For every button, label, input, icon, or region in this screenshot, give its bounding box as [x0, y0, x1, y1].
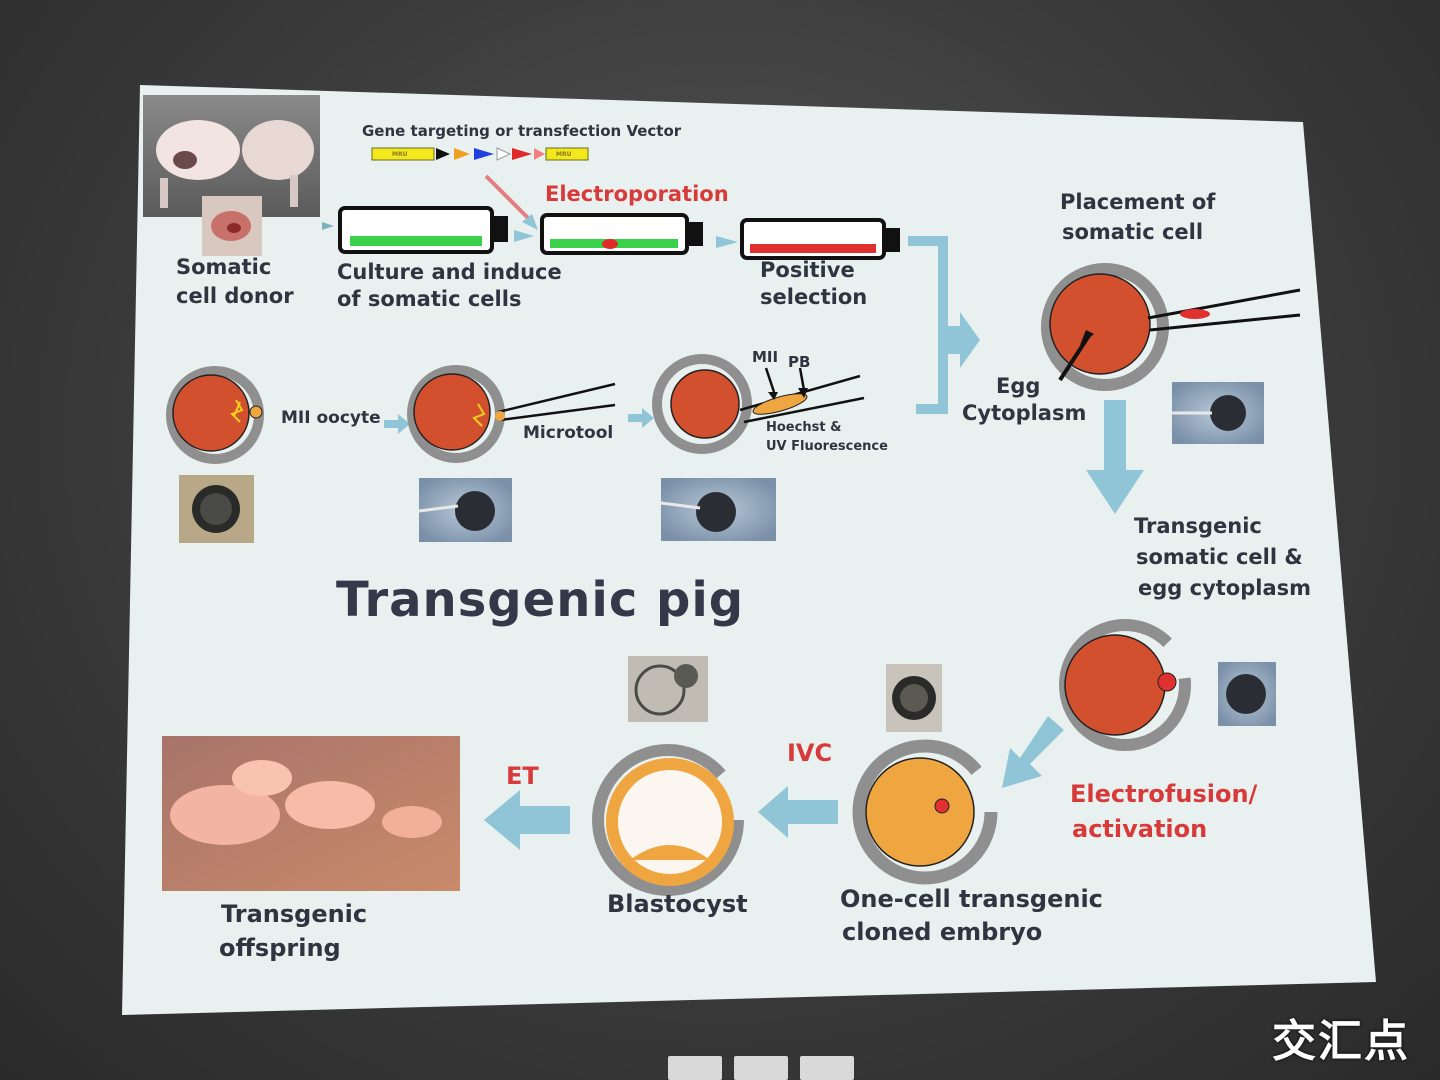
microtool-cell	[407, 365, 616, 463]
egg-cytoplasm-label-1: Egg	[996, 374, 1041, 398]
arrow-to-electroporation	[514, 230, 534, 242]
mii-oocyte-label: MII oocyte	[281, 408, 381, 428]
hoechst-label-2: UV Fluorescence	[766, 439, 888, 454]
ivc-label: IVC	[787, 739, 833, 767]
offspring-photo	[162, 736, 460, 891]
one-cell-photo	[886, 664, 942, 732]
arrow-to-microtool	[384, 414, 410, 434]
microtool-photo	[418, 478, 512, 542]
tissue-photo	[202, 196, 262, 256]
enucleation-photo	[660, 478, 776, 541]
egg-cytoplasm-label-2: Cytoplasm	[962, 401, 1087, 425]
transgenic-somatic-label-1: Transgenic	[1134, 514, 1262, 538]
positive-selection-label-1: Positive	[760, 258, 855, 282]
placement-label-2: somatic cell	[1062, 220, 1204, 244]
vector-construct	[371, 147, 589, 161]
hoechst-label-1: Hoechst &	[766, 420, 842, 435]
fusion-cell	[1059, 619, 1191, 751]
flask-electroporation	[540, 213, 703, 255]
positive-selection-label-2: selection	[760, 285, 868, 309]
offspring-label-1: Transgenic	[221, 900, 368, 928]
electrofusion-label-2: activation	[1072, 815, 1208, 843]
vector-segment-left: MRU	[392, 151, 408, 158]
arrow-down-to-transgenic	[1086, 400, 1144, 514]
fusion-photo	[1218, 662, 1276, 726]
flask-selection	[740, 218, 900, 260]
offspring-label-2: offspring	[219, 934, 341, 962]
pig-photo	[143, 95, 320, 217]
blastocyst-label: Blastocyst	[607, 890, 748, 918]
merge-bracket	[908, 236, 980, 414]
culture-label-2: of somatic cells	[337, 287, 522, 311]
arrow-diagonal-to-embryo	[1002, 716, 1064, 788]
one-cell-embryo	[852, 739, 998, 885]
electrofusion-label-1: Electrofusion/	[1070, 780, 1258, 808]
placement-cell	[1041, 263, 1301, 391]
wall-outlets	[668, 1052, 858, 1080]
arrow-to-blastocyst	[758, 786, 838, 838]
wall-outlet	[668, 1056, 722, 1080]
arrow-to-offspring	[484, 790, 570, 850]
vector-label: Gene targeting or transfection Vector	[362, 122, 682, 140]
placement-label-1: Placement of	[1060, 190, 1216, 214]
one-cell-label-1: One-cell transgenic	[840, 885, 1103, 913]
electroporation-label: Electroporation	[545, 182, 729, 206]
mii-oocyte-photo	[179, 475, 254, 543]
microtool-label: Microtool	[523, 423, 614, 443]
placement-photo	[1172, 382, 1264, 444]
et-label: ET	[506, 762, 539, 790]
wall-outlet	[734, 1056, 788, 1080]
one-cell-label-2: cloned embryo	[842, 918, 1043, 946]
transgenic-somatic-label-3: egg cytoplasm	[1138, 576, 1312, 600]
arrow-to-enucleation	[628, 408, 654, 428]
culture-label-1: Culture and induce	[337, 260, 562, 284]
arrow-to-selection	[716, 236, 738, 248]
blastocyst-photo	[628, 656, 708, 722]
flask-culture	[338, 206, 508, 254]
wall-outlet	[800, 1056, 854, 1080]
mii-label: MII	[752, 348, 779, 366]
somatic-donor-label-1: Somatic	[176, 255, 272, 279]
pb-label: PB	[788, 353, 811, 371]
slide-title: Transgenic pig	[336, 572, 745, 628]
somatic-donor-label-2: cell donor	[176, 284, 294, 308]
arrow-to-culture	[322, 222, 334, 230]
transgenic-somatic-label-2: somatic cell &	[1136, 545, 1303, 569]
mii-oocyte-cell	[166, 366, 264, 464]
vector-segment-right: MRU	[556, 151, 572, 158]
enucleation-cell	[652, 354, 865, 454]
blastocyst-cell	[592, 744, 744, 896]
watermark-logo: 交汇点	[1272, 1016, 1410, 1067]
